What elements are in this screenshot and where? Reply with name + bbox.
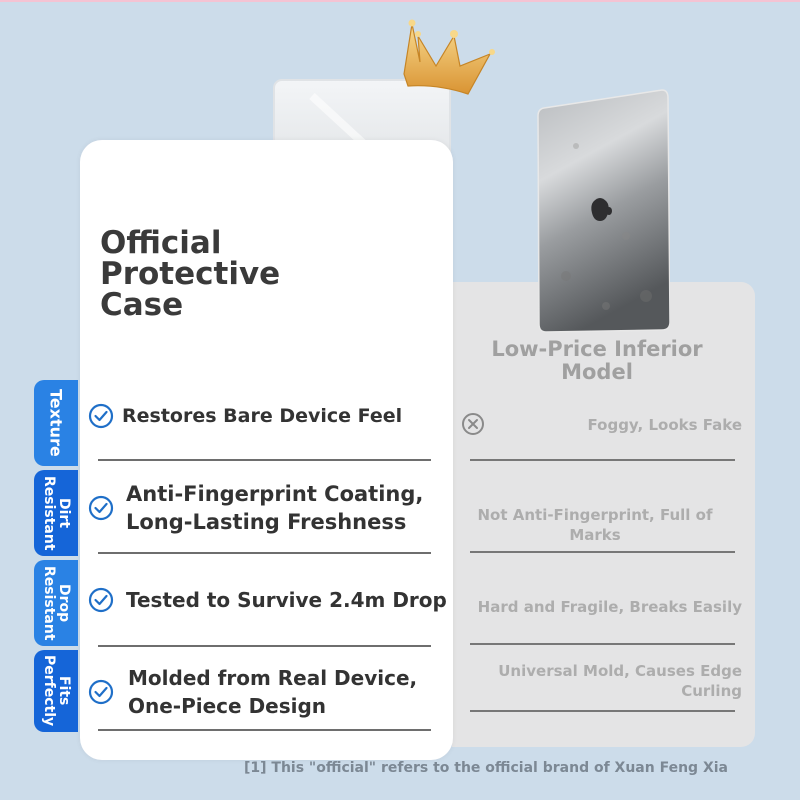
tab-drop-resistant[interactable]: Drop Resistant [34,560,78,646]
x-circle-icon [462,413,484,435]
tab-fits-perfectly[interactable]: Fits Perfectly [34,650,78,732]
inferior-title: Low-Price Inferior Model [452,338,742,384]
divider [470,459,735,461]
inferior-model-card [452,282,755,747]
divider [98,552,431,554]
inferior-item: Not Anti-Fingerprint, Full of Marks [477,506,713,544]
feature-line: Molded from Real Device, [128,666,418,690]
divider [98,729,431,731]
tab-label: Drop Resistant [41,565,72,641]
title-line: Model [561,360,633,384]
footnote: [1] This "official" refers to the offici… [244,760,728,776]
divider [98,459,431,461]
title-line: Case [100,287,184,323]
feature-line: Long-Lasting Freshness [126,510,407,534]
inferior-item: Foggy, Looks Fake [587,416,742,434]
divider [470,551,735,553]
divider [470,643,735,645]
inferior-item: Universal Mold, Causes Edge Curling [452,661,742,701]
divider [470,710,735,712]
title-line: Official [100,225,222,261]
top-accent-bar [0,0,800,2]
item-line: Curling [681,682,742,700]
title-line: Low-Price Inferior [491,337,703,361]
feature-text: Tested to Survive 2.4m Drop [126,588,447,612]
feature-text: Restores Bare Device Feel [122,405,403,427]
tab-label: Fits Perfectly [41,655,72,727]
tab-texture[interactable]: Texture [34,380,78,466]
check-circle-icon [88,495,114,521]
feature-row-texture: Restores Bare Device Feel [88,402,402,430]
inferior-item: Hard and Fragile, Breaks Easily [477,598,742,616]
tab-label: Dirt Resistant [41,475,72,551]
feature-row-fit: Molded from Real Device, One-Piece Desig… [88,664,417,720]
check-circle-icon [88,403,114,429]
official-title: Official Protective Case [100,228,280,321]
inferior-case-image [537,89,670,333]
check-circle-icon [88,679,114,705]
feature-row-dirt: Anti-Fingerprint Coating, Long-Lasting F… [88,480,423,536]
feature-text: Molded from Real Device, One-Piece Desig… [122,664,417,720]
feature-row-drop: Tested to Survive 2.4m Drop [88,586,447,614]
tab-dirt-resistant[interactable]: Dirt Resistant [34,470,78,556]
title-line: Protective [100,256,281,292]
item-line: Universal Mold, Causes Edge [498,662,742,680]
check-circle-icon [88,587,114,613]
feature-text: Anti-Fingerprint Coating, Long-Lasting F… [122,480,423,536]
feature-line: Anti-Fingerprint Coating, [126,482,424,506]
official-case-card [80,140,453,760]
crown-icon [403,19,495,95]
divider [98,645,431,647]
tab-label: Texture [46,389,66,457]
feature-line: One-Piece Design [128,694,327,718]
